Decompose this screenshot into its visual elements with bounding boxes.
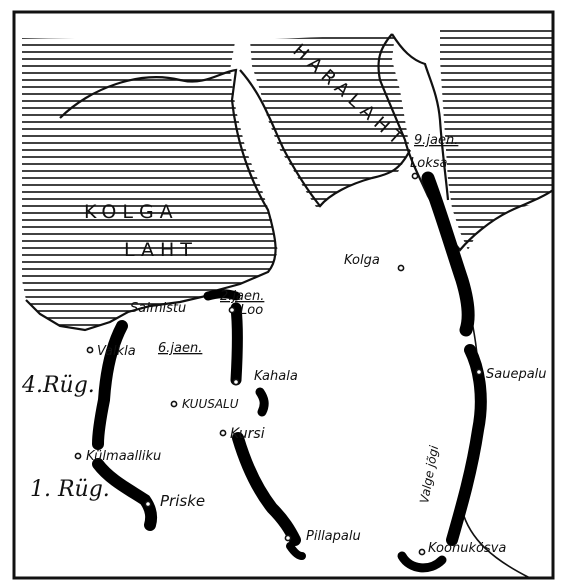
place-valkla: Valkla (97, 344, 136, 359)
place-loksa: Loksa (410, 156, 447, 171)
place-pillapalu: Pillapalu (306, 529, 361, 544)
place-kahala: Kahala (254, 369, 298, 384)
place-sauepalu: Sauepalu (486, 367, 547, 382)
front-line-koonukosva-end (397, 551, 447, 573)
dot-kuusalu (170, 400, 178, 408)
river-label: Valge jõgi (417, 444, 441, 505)
water-label-kolga: KOLGA (84, 201, 179, 223)
front-line-sauepalu-koonukosva (446, 344, 487, 546)
place-loo: Loo (240, 303, 263, 318)
front-line-loksa-sauepalu (421, 171, 475, 337)
regiment-label-1: 1. Rüg. (30, 477, 110, 502)
unit-label-6: 6.jaen. (158, 341, 202, 356)
place-kuusalu: KUUSALU (182, 397, 239, 411)
dot-kolga (397, 264, 405, 272)
water-label-laht: LAHT (124, 239, 198, 261)
dot-koonukosva (418, 548, 426, 556)
front-line-loo-kahala (230, 302, 243, 386)
place-salmistu: Salmistu (130, 301, 186, 316)
dot-valkla (86, 346, 94, 354)
front-lines (92, 171, 487, 573)
dot-sauepalu (475, 368, 483, 376)
haralaht-coast (239, 69, 411, 208)
unit-label-2: 2.jaen. (220, 289, 264, 304)
peninsula-west-coast (391, 33, 450, 201)
place-kursi: Kursi (230, 426, 265, 442)
dot-priske (144, 500, 152, 508)
dot-kursi (219, 429, 227, 437)
dot-loo (228, 306, 236, 314)
kolga-bay-water (22, 38, 278, 330)
regiment-label-4: 4.Rüg. (21, 373, 95, 398)
dot-kahala (232, 378, 240, 386)
place-kulmaalliku: Külmaalliku (86, 449, 161, 464)
front-line-priske (92, 458, 158, 531)
front-line-valkla-priske (92, 320, 128, 450)
front-line-kursi-pillapalu (232, 432, 301, 546)
dot-kulmaalliku (74, 452, 82, 460)
settlement-dots (74, 172, 483, 556)
dot-loksa (411, 172, 419, 180)
eastern-sea-water (440, 28, 552, 250)
unit-label-9: 9.jaen. (414, 133, 458, 148)
dot-pillapalu (284, 534, 292, 542)
front-line-salmistu (203, 289, 241, 301)
haralaht-water (250, 34, 410, 210)
front-line-pillapalu-end (286, 542, 306, 560)
front-line-kahala-short (255, 387, 269, 417)
kolga-bay-coast (25, 68, 277, 332)
place-koonukosva: Koonukösva (428, 541, 506, 556)
map-frame (12, 10, 555, 580)
place-priske: Priske (160, 492, 205, 510)
place-kolga: Kolga (344, 253, 380, 268)
